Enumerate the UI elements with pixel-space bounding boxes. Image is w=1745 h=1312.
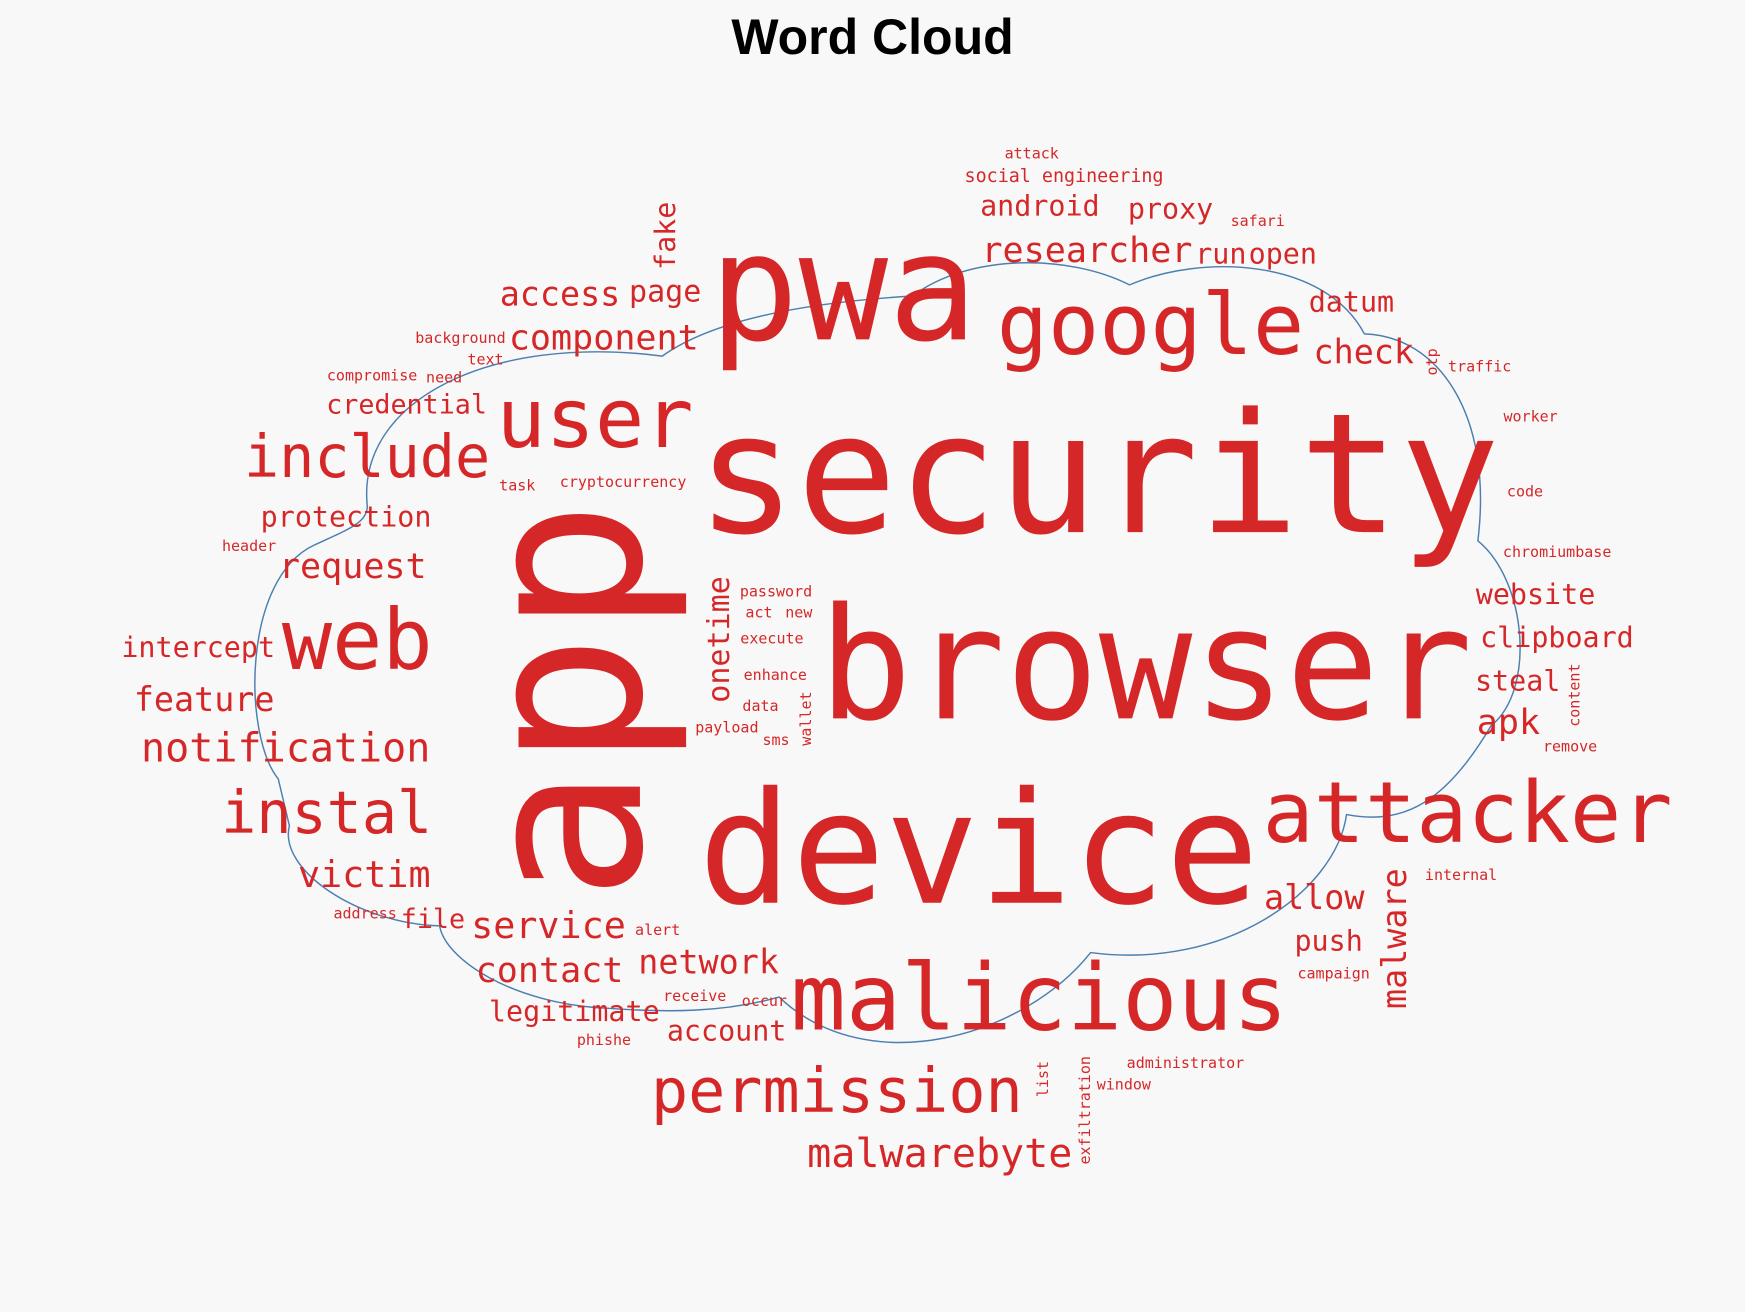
word-page: page [629,275,701,310]
word-file: file [401,904,465,935]
word-app: app [435,500,693,901]
word-pwa: pwa [709,202,977,375]
word-service: service [471,904,626,947]
word-data: data [742,697,778,715]
word-notification: notification [141,725,430,771]
word-remove: remove [1543,737,1597,755]
word-open: open [1249,237,1317,270]
word-malwarebyte: malwarebyte [807,1131,1072,1177]
word-datum: datum [1309,285,1394,318]
word-new: new [785,603,813,621]
cloud-outline [254,262,1521,1044]
word-alert: alert [635,921,680,939]
word-wallet: wallet [797,691,815,745]
word-safari: safari [1231,212,1285,230]
word-contact: contact [476,950,624,991]
word-password: password [740,582,812,600]
word-apk: apk [1477,702,1540,743]
word-network: network [638,942,779,981]
word-security: security [696,378,1500,572]
word-address: address [333,905,396,923]
word-feature: feature [134,680,275,719]
word-window: window [1097,1076,1152,1094]
word-account: account [667,1015,787,1048]
word-sms: sms [762,731,789,749]
word-social-engineering: social engineering [965,166,1164,187]
word-allow: allow [1264,878,1365,917]
word-push: push [1294,925,1362,958]
word-text: text [467,350,503,368]
chart-title: Word Cloud [731,9,1014,65]
word-malware: malware [1375,868,1414,1009]
word-web: web [282,592,433,689]
word-enhance: enhance [744,666,807,684]
word-content: content [1566,663,1584,726]
word-legitimate: legitimate [489,995,660,1028]
word-intercept: intercept [121,631,275,664]
word-worker: worker [1503,408,1557,426]
word-campaign: campaign [1297,965,1369,983]
word-proxy: proxy [1128,192,1213,225]
word-browser: browser [819,574,1473,755]
word-background: background [415,329,505,347]
word-compromise: compromise [327,367,417,385]
word-website: website [1476,578,1596,611]
word-traffic: traffic [1448,358,1511,376]
word-run: run [1195,237,1246,270]
word-administrator: administrator [1127,1054,1245,1072]
word-need: need [426,369,462,387]
word-malicious: malicious [791,944,1288,1051]
word-include: include [244,423,490,491]
word-internal: internal [1425,866,1497,884]
word-attacker: attacker [1263,764,1673,863]
word-instal: instal [221,779,432,847]
word-exfiltration: exfiltration [1076,1056,1094,1164]
word-header: header [222,537,276,555]
word-access: access [500,274,621,313]
word-list: list [1034,1061,1052,1097]
word-researcher: researcher [981,230,1192,271]
word-permission: permission [651,1055,1023,1127]
word-user: user [496,372,693,467]
word-check: check [1314,333,1414,372]
word-request: request [279,546,427,587]
word-google: google [997,276,1304,375]
word-otp: otp [1423,348,1441,375]
word-clipboard: clipboard [1480,621,1634,654]
word-fake: fake [649,202,682,270]
word-cryptocurrency: cryptocurrency [560,473,687,491]
word-steal: steal [1475,665,1560,698]
word-android: android [980,190,1100,223]
word-receive: receive [663,987,726,1005]
word-victim: victim [298,853,431,896]
word-attack: attack [1005,144,1059,162]
word-component: component [509,317,699,358]
word-chromiumbase: chromiumbase [1503,543,1611,561]
word-device: device [698,759,1259,940]
word-task: task [499,477,535,495]
word-occur: occur [742,992,787,1010]
word-protection: protection [261,500,432,533]
word-code: code [1507,483,1543,501]
word-phishe: phishe [577,1031,631,1049]
word-credential: credential [326,390,487,421]
word-execute: execute [740,630,803,648]
word-onetime: onetime [702,576,737,703]
word-payload: payload [695,719,758,737]
word-act: act [745,603,772,621]
